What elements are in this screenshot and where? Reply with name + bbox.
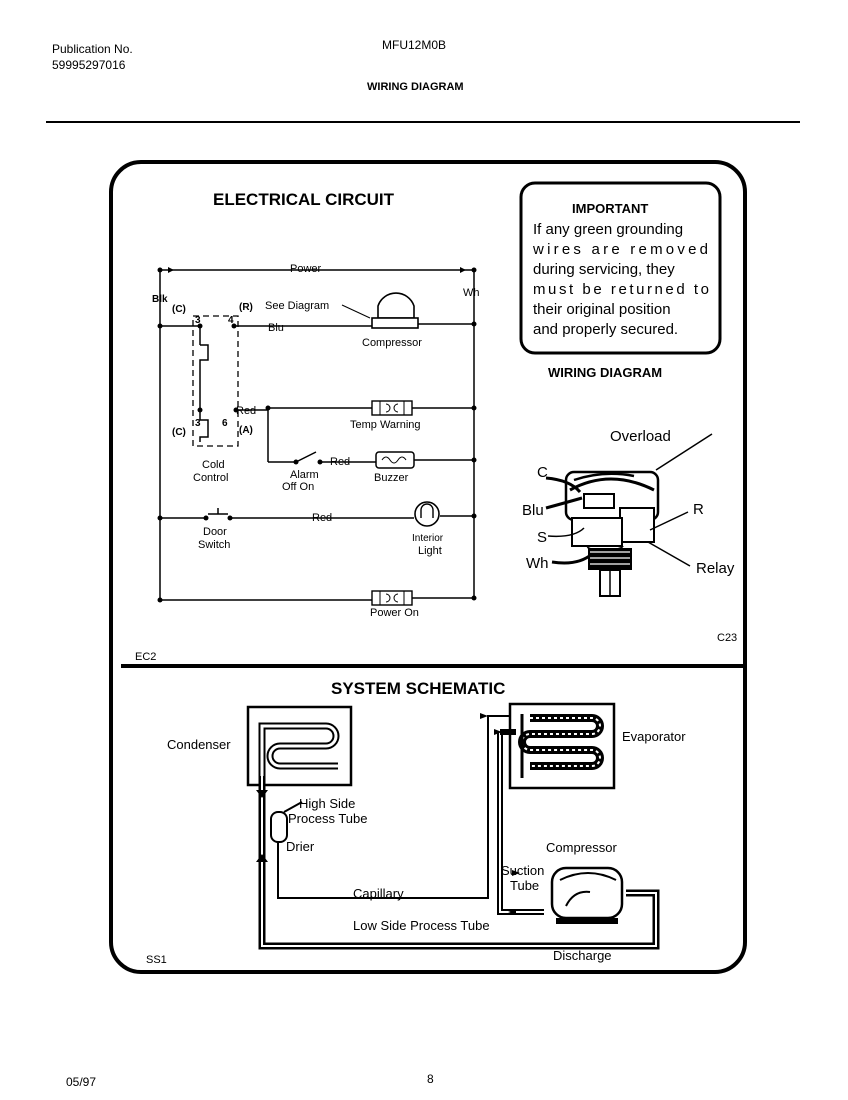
page-title: WIRING DIAGRAM	[367, 81, 464, 93]
door-switch-label-2: Switch	[198, 539, 230, 551]
door-switch-symbol	[203, 508, 233, 521]
compressor-symbol	[371, 292, 419, 329]
flow-arrow-icon	[256, 713, 520, 915]
terminal-3-bot: 3	[195, 418, 201, 429]
schematic-compressor	[550, 866, 624, 924]
evaporator-label: Evaporator	[622, 729, 686, 744]
wh-wire-label: Wh	[526, 555, 549, 572]
wiring-detail-title: WIRING DIAGRAM	[548, 365, 662, 380]
power-on-label: Power On	[370, 607, 419, 619]
compressor-label-schematic: Compressor	[546, 840, 617, 855]
important-line-3: during servicing, they	[533, 261, 675, 278]
door-switch-label-1: Door	[203, 526, 227, 538]
temp-warning-light	[371, 400, 413, 416]
see-diagram-pointer	[341, 304, 371, 319]
relay-label: Relay	[696, 560, 735, 577]
condenser-symbol	[246, 705, 353, 787]
important-box	[519, 181, 722, 355]
important-title: IMPORTANT	[572, 201, 648, 216]
interior-light-label-1: Interior	[412, 533, 444, 544]
terminal-s-label: S	[537, 529, 547, 546]
terminal-c-bot: (C)	[172, 427, 186, 438]
overload-label: Overload	[610, 428, 671, 445]
schematic-code: SS1	[146, 954, 167, 966]
capillary-label: Capillary	[353, 886, 404, 901]
see-diagram-label: See Diagram	[265, 300, 329, 312]
terminal-c-label: C	[537, 464, 548, 481]
electrical-circuit	[159, 269, 475, 601]
condenser-label: Condenser	[167, 737, 231, 752]
terminal-3-top: 3	[195, 315, 201, 326]
schematic-title: SYSTEM SCHEMATIC	[331, 679, 505, 698]
refrigerant-tubing	[258, 715, 660, 950]
terminal-4-top: 4	[228, 315, 234, 326]
power-label: Power	[290, 263, 322, 275]
low-side-label: Low Side Process Tube	[353, 918, 490, 933]
cold-control-label-2: Control	[193, 472, 228, 484]
important-line-2: wires are removed	[532, 241, 708, 258]
terminal-r-label: R	[693, 501, 704, 518]
publication-number: 59995297016	[52, 58, 126, 72]
circuit-code-left: EC2	[135, 651, 156, 663]
drier-symbol	[270, 801, 303, 843]
cold-control-box	[192, 315, 239, 447]
terminal-c-top: (C)	[172, 304, 186, 315]
terminal-6-bot: 6	[222, 418, 228, 429]
power-on-light	[371, 590, 413, 606]
suction-label-1: Suction	[501, 863, 544, 878]
high-side-label-2: Process Tube	[288, 811, 368, 826]
terminal-dots	[157, 267, 477, 603]
terminal-r-top: (R)	[239, 302, 253, 313]
blk-label: Blk	[152, 294, 168, 305]
alarm-switch	[293, 451, 323, 465]
important-line-6: and properly secured.	[533, 321, 678, 338]
buzzer-label: Buzzer	[374, 472, 409, 484]
arrow-icon	[168, 267, 174, 273]
terminal-a-bot: (A)	[239, 425, 253, 436]
circuit-title: ELECTRICAL CIRCUIT	[213, 190, 395, 209]
discharge-label: Discharge	[553, 948, 612, 963]
important-line-4: must be returned to	[533, 281, 709, 298]
model-number: MFU12M0B	[382, 38, 447, 52]
red-label-3: Red	[312, 512, 332, 524]
important-line-5: their original position	[533, 301, 671, 318]
diagram-frame	[109, 160, 747, 974]
compressor-label: Compressor	[362, 337, 422, 349]
red-label-2: Red	[330, 456, 350, 468]
arrow-icon	[460, 267, 466, 273]
blu-wire-label: Blu	[522, 502, 544, 519]
footer-page-number: 8	[427, 1072, 434, 1086]
wh-label: Wh	[463, 287, 480, 299]
publication-label: Publication No.	[52, 42, 133, 56]
important-line-1: If any green grounding	[533, 221, 683, 238]
evaporator-symbol	[508, 702, 616, 790]
blu-label: Blu	[268, 322, 284, 334]
alarm-label-2: Off On	[282, 481, 314, 493]
interior-light-label-2: Light	[418, 545, 442, 557]
buzzer-symbol	[375, 451, 415, 469]
alarm-label-1: Alarm	[290, 469, 319, 481]
suction-label-2: Tube	[510, 878, 539, 893]
cold-control-label-1: Cold	[202, 459, 225, 471]
circuit-code-right: C23	[717, 632, 737, 644]
drier-label: Drier	[286, 839, 315, 854]
header-rule	[46, 121, 800, 123]
interior-light-symbol	[414, 501, 440, 527]
temp-warning-label: Temp Warning	[350, 419, 421, 431]
red-label-1: Red	[236, 405, 256, 417]
compressor-terminal-drawing	[545, 433, 713, 597]
footer-date: 05/97	[66, 1075, 97, 1089]
high-side-label-1: High Side	[299, 796, 355, 811]
